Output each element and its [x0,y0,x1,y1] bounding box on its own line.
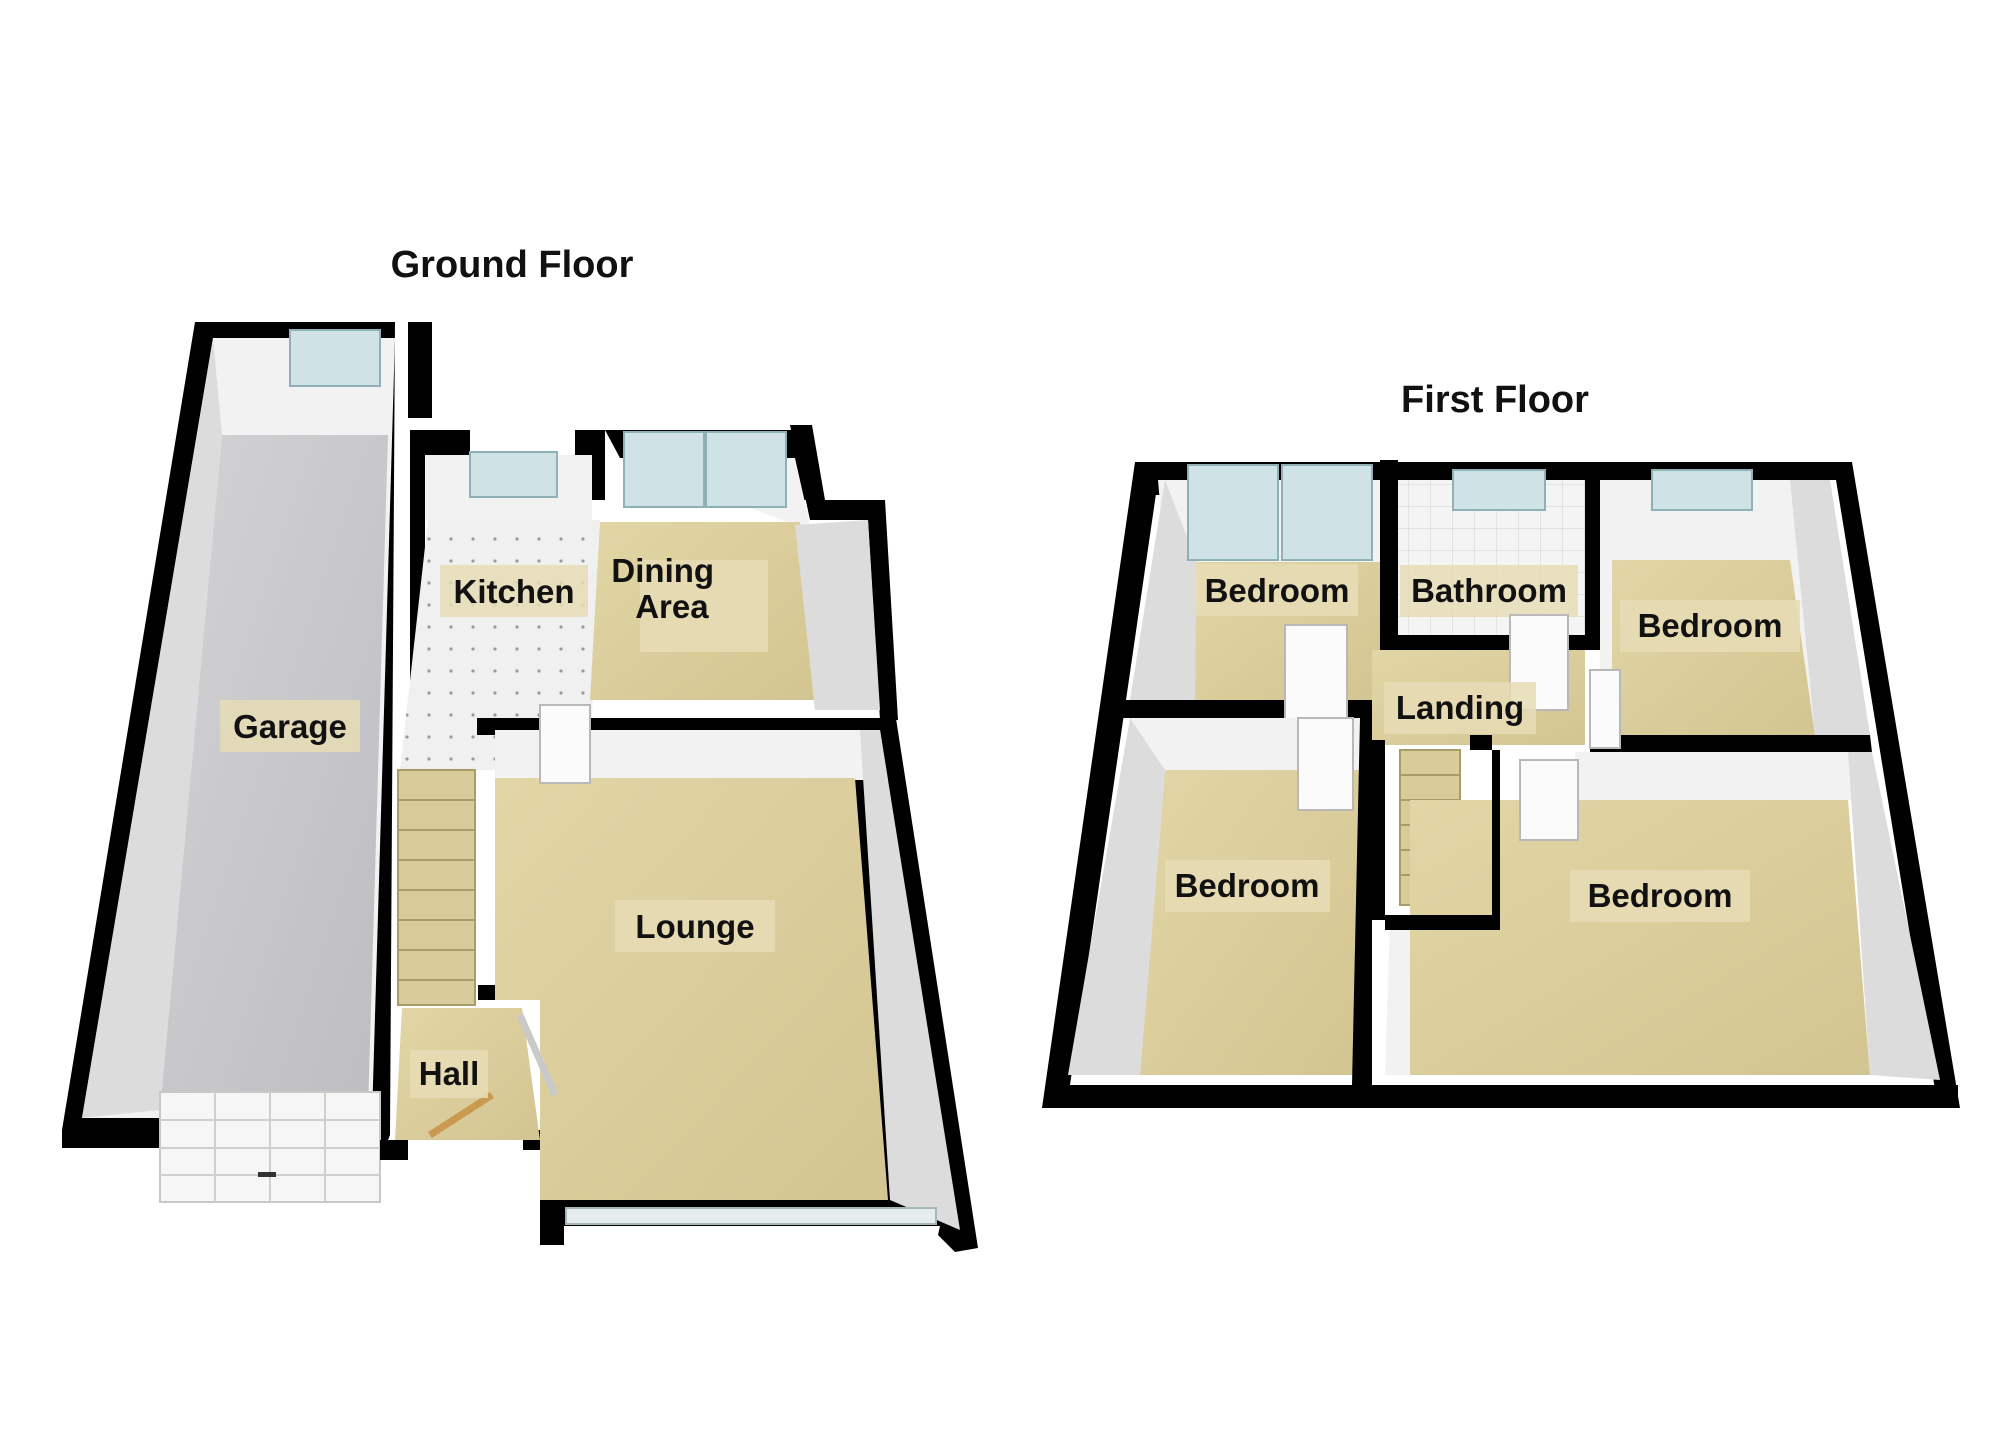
ground-floor-title: Ground Floor [391,244,634,286]
lounge-door[interactable] [539,704,591,784]
first-floor-title: First Floor [1401,379,1589,421]
room-label-bedroom-2: Bedroom [1638,607,1783,644]
first-floor: First Floor Bedroom Bathroom [1042,379,1960,1108]
ground-floor: Ground Floor Garage [62,244,978,1252]
hall-door[interactable] [516,1013,559,1097]
bedroom-2-door[interactable] [1589,669,1621,749]
lounge-window [565,1207,937,1225]
bathroom-window [1452,469,1546,511]
room-label-dining: Dining Area [611,552,796,625]
lounge: Lounge [477,704,978,1252]
dining-area: Dining Area [590,425,898,720]
garage-handle [258,1172,276,1177]
dining-label-line-2: Area [635,588,709,625]
room-label-bedroom-1: Bedroom [1205,572,1350,609]
bedroom-top-right-window [1651,469,1753,511]
bedroom-top-left-window-1 [1187,464,1279,561]
room-label-lounge: Lounge [635,908,754,945]
bedroom-4-door[interactable] [1519,759,1579,841]
kitchen-window [469,451,558,498]
dining-label-line-1: Dining [611,552,714,589]
landing: Landing [1284,614,1621,749]
bedroom-top-left-window-2 [1281,464,1373,561]
room-label-landing: Landing [1396,689,1524,726]
garage: Garage [62,322,432,1203]
room-label-kitchen: Kitchen [453,573,574,610]
room-label-garage: Garage [233,708,347,745]
bathroom: Bathroom [1380,460,1600,650]
ground-floor-stairs [397,769,476,1006]
dining-window-right [705,431,787,508]
bedroom-top-right: Bedroom [1590,469,1872,752]
garage-window [289,329,381,387]
room-label-bathroom: Bathroom [1411,572,1567,609]
hall: Hall [380,1008,559,1160]
bedroom-bottom-left: Bedroom [1068,717,1372,1085]
room-label-bedroom-4: Bedroom [1588,877,1733,914]
hall-front-door[interactable] [428,1092,494,1138]
room-label-hall: Hall [419,1055,480,1092]
bedroom-1-door[interactable] [1284,624,1348,721]
bedroom-3-door[interactable] [1297,717,1354,811]
dining-window-left [623,431,705,508]
bedroom-bottom-right: Bedroom [1385,750,1940,1080]
room-label-bedroom-3: Bedroom [1175,867,1320,904]
